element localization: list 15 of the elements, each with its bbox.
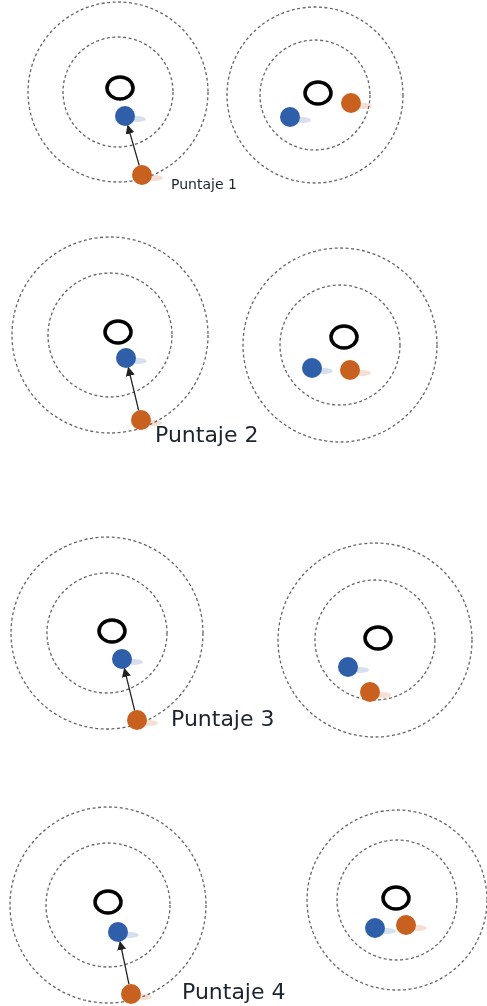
ball bbox=[116, 348, 147, 368]
ball bbox=[108, 922, 139, 942]
arrow bbox=[125, 366, 140, 411]
ball bbox=[127, 710, 158, 730]
score-label: Puntaje 4 bbox=[182, 981, 286, 1003]
score-label: Puntaje 2 bbox=[155, 424, 259, 446]
arrow bbox=[125, 124, 140, 167]
score-label: Puntaje 1 bbox=[171, 177, 237, 191]
ball bbox=[132, 165, 163, 185]
score-label: Puntaje 3 bbox=[171, 708, 275, 730]
ball bbox=[112, 649, 143, 669]
ball bbox=[115, 106, 146, 126]
ball bbox=[121, 984, 152, 1004]
arrow bbox=[121, 667, 136, 711]
arrow bbox=[117, 940, 130, 985]
